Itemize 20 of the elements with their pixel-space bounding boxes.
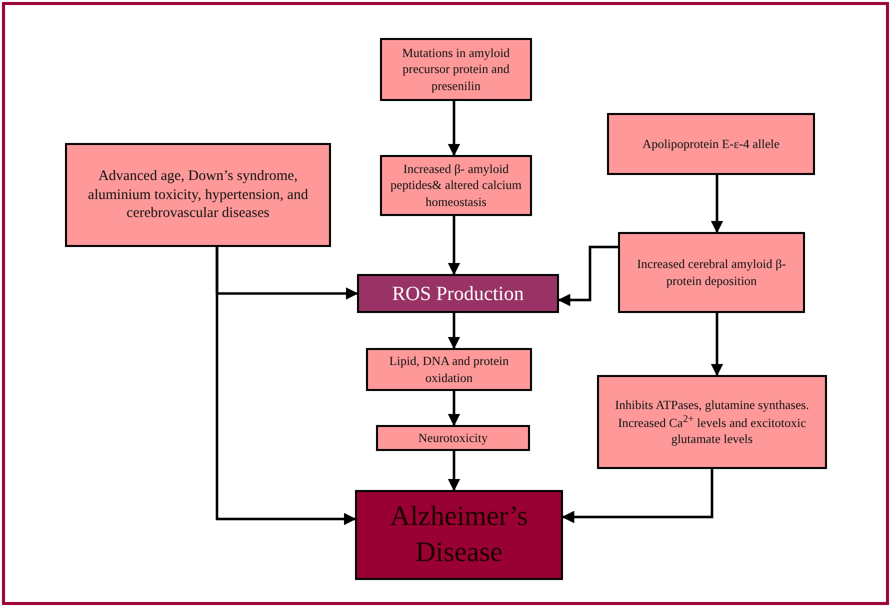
process-box: ROS Production [357,274,559,313]
arrow [216,247,356,526]
arrow [448,451,460,492]
arrow [710,175,724,234]
cause-box: Mutations in amyloid precursor protein and presenilin [380,38,532,101]
arrow [448,101,460,156]
cause-box: Increased β- amyloid peptides& altered calcium homeostasis [380,155,532,216]
outcome-box: Alzheimer’s Disease [355,490,563,580]
risk-factor-box: Advanced age, Down’s syndrome, aluminium toxicity, hypertension, and cerebrovascular diseases [65,143,331,247]
arrow [448,391,460,426]
process-box: Increased cerebral amyloid β-protein deposition [618,232,805,313]
arrow [562,469,714,524]
process-box: Lipid, DNA and protein oxidation [366,348,532,391]
process-box: Inhibits ATPases, glutamine synthases. Increased Ca$^{2+}$ levels and excitotoxic glutamate levels [597,375,827,469]
arrow [448,313,460,350]
arrow [448,216,460,276]
cause-box: Apolipoprotein E-ε-4 allele [607,113,815,175]
arrow [558,246,618,306]
process-box: Neurotoxicity [376,425,530,451]
arrow [710,313,724,376]
